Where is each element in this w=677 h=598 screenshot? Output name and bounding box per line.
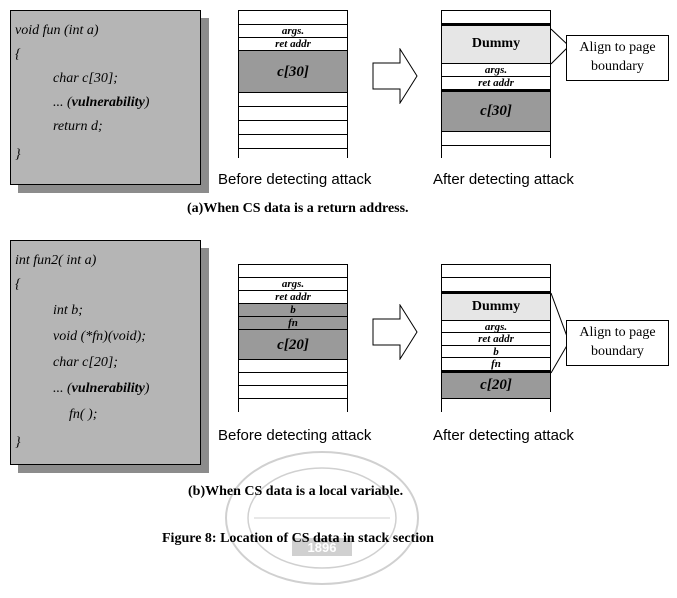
code-line: void fun (int a) (15, 23, 99, 38)
code-line: fn( ); (69, 407, 98, 422)
watermark-year: 1896 (308, 540, 337, 555)
code-box-a: void fun (int a) { char c[30]; ... (vuln… (10, 10, 201, 185)
stack-cell (239, 134, 347, 148)
code-line: ... (vulnerability) (53, 381, 150, 396)
code-line: { (15, 47, 21, 62)
stack-cell (239, 372, 347, 385)
stack-cell-buffer: c[30] (442, 89, 550, 131)
stack-cell (442, 10, 550, 23)
stack-before-a: args. ret addr c[30] (238, 10, 348, 158)
stack-cell (442, 398, 550, 412)
before-label-a: Before detecting attack (218, 171, 372, 188)
figure-caption: Figure 8: Location of CS data in stack s… (162, 531, 434, 546)
stack-cell-dummy: Dummy (442, 23, 550, 63)
stack-cell-ret-addr: ret addr (442, 332, 550, 345)
stack-cell-args: args. (442, 63, 550, 76)
align-note-line2: boundary (591, 344, 644, 359)
caption-b: (b)When CS data is a local variable. (188, 484, 404, 499)
stack-before-b: args. ret addr b fn c[20] (238, 264, 348, 412)
university-seal-watermark: 1896 (225, 451, 419, 585)
stack-cell-b: b (442, 345, 550, 358)
stack-cell (442, 145, 550, 158)
arrow-right-icon (372, 48, 418, 104)
stack-cell (239, 148, 347, 158)
vulnerability-label: vulnerability (71, 95, 145, 110)
after-label-a: After detecting attack (433, 171, 574, 188)
stack-cell (442, 264, 550, 277)
code-line: ... (vulnerability) (53, 95, 150, 110)
stack-cell (239, 92, 347, 106)
code-line: } (15, 147, 21, 162)
align-note-line1: Align to page (579, 325, 656, 340)
before-label-b: Before detecting attack (218, 427, 372, 444)
stack-cell (239, 398, 347, 412)
stack-cell-args: args. (239, 24, 347, 37)
stack-cell-buffer: c[30] (239, 50, 347, 92)
code-line: int b; (53, 303, 83, 318)
code-line: void (*fn)(void); (53, 329, 146, 344)
code-line: return d; (53, 119, 103, 134)
code-line: char c[30]; (53, 71, 118, 86)
stack-cell-ret-addr: ret addr (442, 76, 550, 89)
align-note-line2: boundary (591, 59, 644, 74)
stack-cell (442, 277, 550, 291)
stack-cell-fn: fn (442, 357, 550, 370)
stack-cell-dummy: Dummy (442, 291, 550, 320)
stack-cell (239, 10, 347, 24)
code-line: { (15, 277, 21, 292)
stack-cell-ret-addr: ret addr (239, 37, 347, 50)
vulnerability-label: vulnerability (71, 381, 145, 396)
stack-cell (442, 131, 550, 145)
stack-cell (239, 106, 347, 120)
code-line: int fun2( int a) (15, 253, 97, 268)
stack-cell-args: args. (442, 320, 550, 333)
stack-cell-fn: fn (239, 316, 347, 329)
stack-cell (239, 120, 347, 134)
stack-cell (239, 385, 347, 398)
code-line: } (15, 435, 21, 450)
arrow-right-icon (372, 304, 418, 360)
stack-after-a: Dummy args. ret addr c[30] (441, 10, 551, 158)
stack-cell-buffer: c[20] (239, 329, 347, 359)
align-note-a: Align to page boundary (566, 35, 669, 81)
stack-cell (239, 359, 347, 372)
code-line: char c[20]; (53, 355, 118, 370)
stack-after-b: Dummy args. ret addr b fn c[20] (441, 264, 551, 412)
stack-cell-buffer: c[20] (442, 370, 550, 398)
code-box-b: int fun2( int a) { int b; void (*fn)(voi… (10, 240, 201, 465)
after-label-b: After detecting attack (433, 427, 574, 444)
stack-cell-ret-addr: ret addr (239, 290, 347, 303)
stack-cell (239, 264, 347, 277)
stack-cell-args: args. (239, 277, 347, 290)
stack-cell-b: b (239, 303, 347, 316)
caption-a: (a)When CS data is a return address. (187, 201, 409, 216)
align-note-line1: Align to page (579, 40, 656, 55)
align-note-b: Align to page boundary (566, 320, 669, 366)
